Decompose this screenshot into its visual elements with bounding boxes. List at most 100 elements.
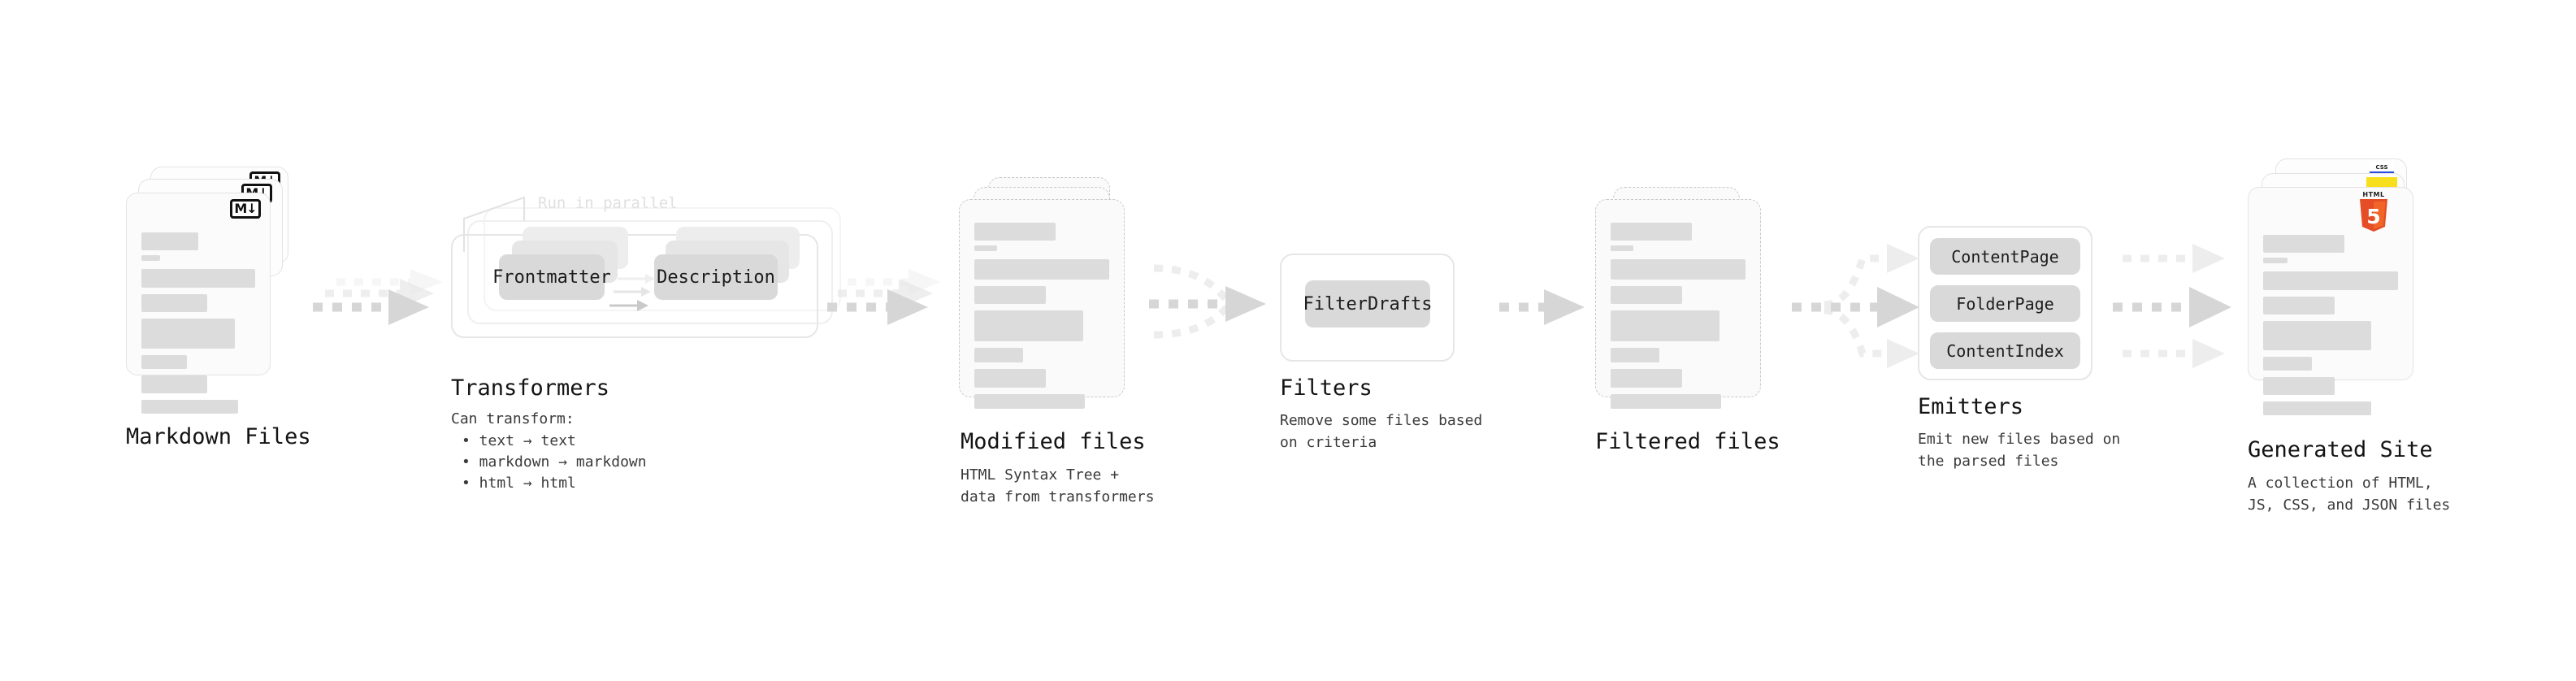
filters-desc-1: on criteria <box>1280 434 1377 451</box>
generated-card-skeleton <box>2263 235 2398 415</box>
skeleton-bar <box>141 294 208 312</box>
skeleton-bar <box>974 394 1086 409</box>
transformer-node-frontmatter[interactable]: Frontmatter <box>492 254 611 300</box>
markdown-file-stack: M↓ M↓ M↓ <box>126 167 301 419</box>
stage-filtered-files <box>1595 187 1774 414</box>
arrow-filters-to-filtered <box>1499 289 1585 325</box>
modified-card-front <box>959 199 1125 409</box>
html5-badge-icon: HTML 5 <box>2356 191 2392 233</box>
markdown-card-skeleton <box>141 232 255 414</box>
skeleton-bar <box>141 232 198 250</box>
skeleton-bar <box>141 255 160 261</box>
transformers-subtitle: Can transform: <box>451 410 575 427</box>
skeleton-bar <box>974 223 1056 241</box>
css-badge-label: CSS <box>2375 164 2388 171</box>
skeleton-bar <box>141 375 208 393</box>
modified-file-stack <box>959 177 1138 421</box>
skeleton-bar <box>2263 401 2371 415</box>
css-badge-icon: CSS <box>2370 161 2394 174</box>
skeleton-bar <box>2263 271 2398 290</box>
markdown-badge-letter: M <box>234 201 247 216</box>
transformers-box-layer-middle <box>467 220 833 324</box>
arrow-transformers-to-modified <box>827 269 941 325</box>
skeleton-bar <box>974 310 1084 341</box>
skeleton-bar <box>974 286 1046 304</box>
stage-markdown-files: M↓ M↓ M↓ <box>126 167 301 419</box>
caption-markdown-files: Markdown Files <box>126 424 311 449</box>
emitter-node-label: ContentPage <box>1951 246 2059 267</box>
skeleton-bar <box>141 355 187 369</box>
skeleton-bar <box>1611 348 1659 362</box>
arrow-filtered-to-emitters <box>1792 244 1919 368</box>
skeleton-bar <box>974 259 1109 280</box>
transformers-box-layer-back <box>484 207 841 311</box>
caption-emitters: Emitters <box>1918 394 2024 419</box>
skeleton-bar <box>2263 297 2335 314</box>
generated-card-front <box>2248 187 2413 415</box>
arrow-markdown-to-transformers <box>313 269 443 325</box>
filters-desc-0: Remove some files based <box>1280 412 1483 429</box>
skeleton-bar <box>2263 377 2335 395</box>
transformers-bullet-2: • html → html <box>462 475 576 492</box>
skeleton-bar <box>141 319 235 349</box>
stage-modified-files <box>959 177 1138 421</box>
filtered-card-skeleton <box>1611 223 1746 409</box>
filter-node-label: FilterDrafts <box>1303 293 1433 314</box>
arrow-emitters-to-site <box>2113 244 2231 368</box>
transformers-box-front <box>451 234 818 338</box>
emitter-node-label: ContentIndex <box>1946 340 2064 361</box>
run-in-parallel-label: Run in parallel <box>538 194 678 212</box>
arrow-modified-to-filters <box>1149 264 1266 339</box>
generated-site-desc-0: A collection of HTML, <box>2248 475 2433 492</box>
generated-site-desc-1: JS, CSS, and JSON files <box>2248 497 2451 514</box>
emitters-desc-0: Emit new files based on <box>1918 431 2121 448</box>
skeleton-bar <box>1611 369 1682 388</box>
skeleton-bar <box>974 369 1046 388</box>
skeleton-bar <box>1611 259 1746 280</box>
generated-site-stack: CSS HTML <box>2248 158 2443 419</box>
modified-files-desc-1: data from transformers <box>961 488 1155 505</box>
transformers-bullet-0: • text → text <box>462 432 576 449</box>
skeleton-bar <box>974 348 1023 362</box>
caption-transformers: Transformers <box>451 375 610 401</box>
markdown-badge-arrow: ↓ <box>246 201 257 216</box>
skeleton-bar <box>141 400 238 414</box>
filter-node-filterdrafts[interactable]: FilterDrafts <box>1303 280 1433 327</box>
emitter-node-contentindex[interactable]: ContentIndex <box>1930 332 2080 369</box>
emitter-node-folderpage[interactable]: FolderPage <box>1930 285 2080 322</box>
svg-text:5: 5 <box>2366 205 2380 228</box>
emitters-desc-1: the parsed files <box>1918 453 2059 470</box>
skeleton-bar <box>1611 223 1692 241</box>
transformer-node-label: Description <box>657 267 775 288</box>
modified-files-desc-0: HTML Syntax Tree + <box>961 466 1120 484</box>
transformer-node-label: Frontmatter <box>492 267 611 288</box>
filtered-card-front <box>1595 199 1761 409</box>
skeleton-bar <box>141 269 255 288</box>
modified-card-skeleton <box>974 223 1109 409</box>
caption-modified-files: Modified files <box>961 429 1146 454</box>
stage-generated-site: CSS HTML <box>2248 158 2443 419</box>
caption-generated-site: Generated Site <box>2248 437 2433 462</box>
skeleton-bar <box>1611 286 1682 304</box>
transformer-node-description[interactable]: Description <box>654 254 778 300</box>
skeleton-bar <box>2263 235 2344 253</box>
filters-box <box>1280 254 1455 362</box>
emitter-node-label: FolderPage <box>1956 293 2054 314</box>
filtered-file-stack <box>1595 187 1774 414</box>
emitter-node-contentpage[interactable]: ContentPage <box>1930 238 2080 275</box>
skeleton-bar <box>1611 394 1722 409</box>
skeleton-bar <box>974 245 998 251</box>
skeleton-bar <box>1611 310 1720 341</box>
transformers-bullet-1: • markdown → markdown <box>462 453 647 471</box>
markdown-card-front <box>126 193 271 414</box>
skeleton-bar <box>2263 357 2312 371</box>
caption-filters: Filters <box>1280 375 1373 401</box>
skeleton-bar <box>1611 245 1634 251</box>
markdown-badge-icon: M↓ <box>230 199 261 219</box>
html5-shield-shape: 5 <box>2360 198 2387 232</box>
caption-filtered-files: Filtered files <box>1595 429 1780 454</box>
skeleton-bar <box>2263 258 2288 263</box>
html5-badge-label: HTML <box>2362 190 2385 198</box>
skeleton-bar <box>2263 321 2371 350</box>
